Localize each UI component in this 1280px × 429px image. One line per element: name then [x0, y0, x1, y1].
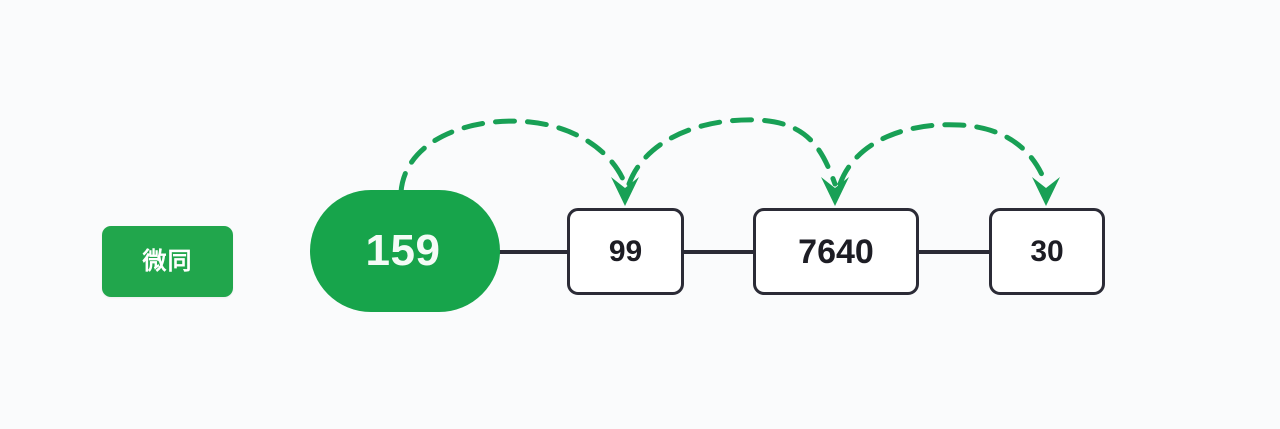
node-head-label: 159	[365, 226, 441, 275]
node-box-30[interactable]: 30	[989, 208, 1105, 295]
node-head-159[interactable]: 159	[310, 190, 500, 312]
dashed-arc-7640-to-30	[837, 122, 1049, 187]
brand-badge-label: 微同	[142, 247, 193, 275]
dashed-arc-99-to-7640	[626, 117, 838, 187]
node-box-7640[interactable]: 7640	[753, 208, 919, 295]
brand-badge[interactable]: 微同	[102, 226, 233, 297]
dashed-arc-head-to-99	[398, 118, 628, 195]
arrowhead-into-99	[611, 177, 639, 206]
arrowhead-into-30	[1032, 177, 1060, 206]
node-box-99[interactable]: 99	[567, 208, 684, 295]
node-box-99-label: 99	[608, 234, 643, 268]
node-box-30-label: 30	[1030, 234, 1064, 268]
node-box-7640-label: 7640	[798, 232, 874, 271]
arrowhead-into-7640	[821, 177, 849, 206]
